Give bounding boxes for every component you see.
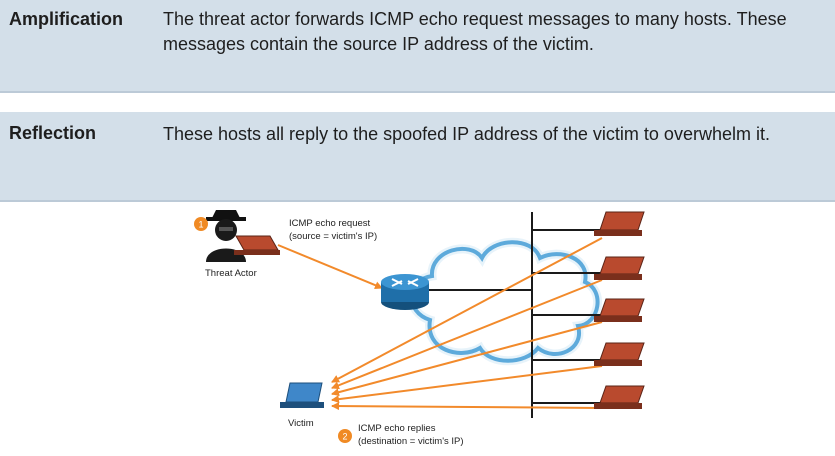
threat-actor-icon [206,210,280,262]
amplification-description: The threat actor forwards ICMP echo requ… [163,9,787,54]
echo-replies-label-line2: (destination = victim's IP) [358,436,464,447]
host-laptop-icon [594,385,645,409]
router-icon [381,274,429,310]
svg-text:2: 2 [342,432,347,442]
echo-reply-arrows [331,237,603,411]
host-laptop-icon [594,256,645,280]
victim-label: Victim [288,418,314,429]
internet-cloud [407,237,603,366]
reflector-hosts [594,211,645,409]
reflection-description: These hosts all reply to the spoofed IP … [163,124,770,144]
echo-request-label-line2: (source = victim's IP) [289,231,377,242]
svg-text:1: 1 [198,220,203,230]
amplification-row: Amplification The threat actor forwards … [0,0,835,93]
host-laptop-icon [594,342,645,366]
network-switch-lines [428,212,602,418]
step1-badge: 1 [194,217,208,231]
reflection-term: Reflection [9,123,97,143]
host-laptop-icon [594,298,645,322]
reflection-row: Reflection These hosts all reply to the … [0,112,835,202]
threat-actor-label: Threat Actor [205,268,257,279]
host-laptop-icon [594,211,645,236]
step2-badge: 2 [338,429,352,443]
amplification-term: Amplification [9,9,124,29]
row-separator [0,93,835,112]
amplification-reflection-diagram: 1 Threat Actor ICMP echo request (source… [194,210,645,447]
echo-request-arrow [277,244,383,290]
victim-laptop-icon [280,382,324,408]
echo-request-label-line1: ICMP echo request [289,218,371,229]
echo-replies-label-line1: ICMP echo replies [358,423,436,434]
